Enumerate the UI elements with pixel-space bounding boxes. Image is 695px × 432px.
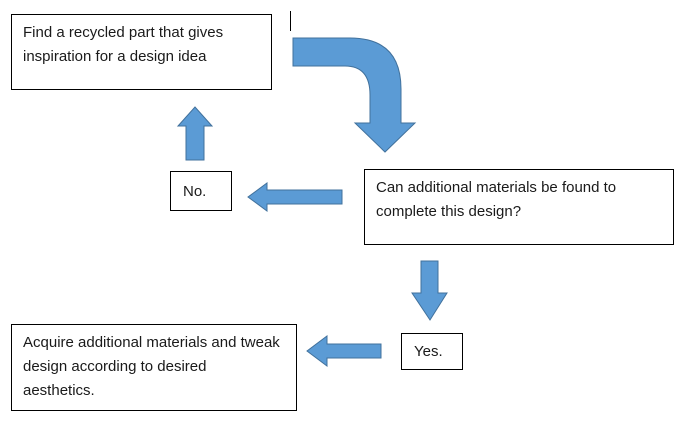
step-acquire-materials: Acquire additional materials and tweak d… bbox=[11, 324, 297, 411]
step-find-recycled-part: Find a recycled part that gives inspirat… bbox=[11, 14, 272, 90]
arrow-left-to-no-icon bbox=[247, 182, 343, 212]
arrow-left-to-acquire-icon bbox=[306, 335, 382, 367]
step-acquire-materials-text: Acquire additional materials and tweak d… bbox=[23, 334, 280, 399]
step-question: Can additional materials be found to com… bbox=[364, 169, 674, 245]
text-cursor bbox=[290, 11, 291, 31]
step-no: No. bbox=[170, 171, 232, 211]
step-yes: Yes. bbox=[401, 333, 463, 370]
step-no-text: No. bbox=[183, 183, 207, 200]
step-find-recycled-part-text: Find a recycled part that gives inspirat… bbox=[23, 24, 224, 65]
curved-arrow-down-icon bbox=[292, 37, 417, 153]
arrow-up-to-find-icon bbox=[176, 106, 214, 161]
arrow-down-to-yes-icon bbox=[411, 260, 448, 321]
step-question-text: Can additional materials be found to com… bbox=[376, 179, 617, 220]
step-yes-text: Yes. bbox=[414, 343, 443, 360]
